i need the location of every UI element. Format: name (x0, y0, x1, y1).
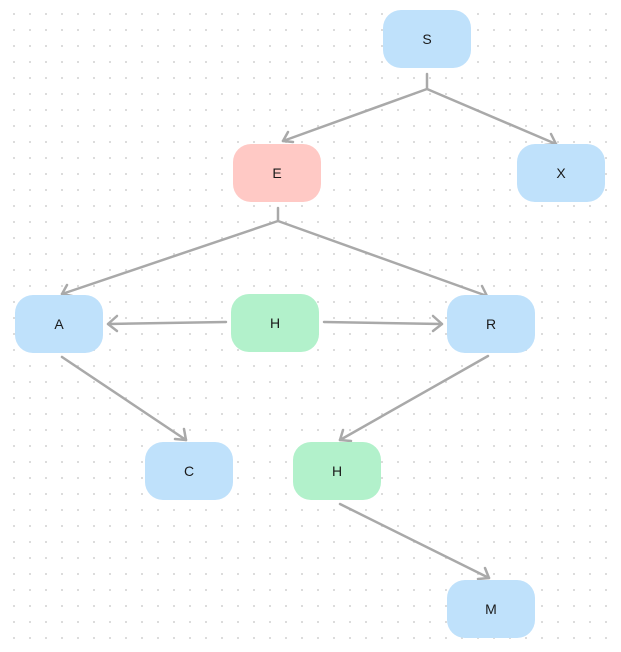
node-h-upper[interactable]: H (231, 294, 319, 352)
node-s[interactable]: S (383, 10, 471, 68)
edge-a-c (60, 355, 188, 442)
node-a-label: A (54, 316, 64, 332)
node-h-upper-label: H (269, 315, 281, 331)
edge-r-h2 (338, 354, 490, 443)
node-h-lower-label: H (331, 463, 343, 479)
node-r[interactable]: R (447, 295, 535, 353)
node-e-label: E (272, 165, 282, 181)
edge-h2-m (338, 502, 491, 581)
edge-s-x (425, 87, 558, 147)
node-x-label: X (556, 165, 566, 181)
node-h-lower[interactable]: H (293, 442, 381, 500)
node-e[interactable]: E (233, 144, 321, 202)
node-x[interactable]: X (517, 144, 605, 202)
node-c[interactable]: C (145, 442, 233, 500)
node-m-label: M (485, 601, 497, 617)
edge-e-a (60, 206, 280, 298)
node-s-label: S (422, 31, 432, 47)
edge-e-r (276, 219, 489, 300)
edge-s-e (281, 72, 429, 144)
edge-h1-a (106, 314, 228, 333)
node-c-label: C (183, 463, 195, 479)
node-m[interactable]: M (447, 580, 535, 638)
node-r-label: R (485, 316, 497, 332)
node-a[interactable]: A (15, 295, 103, 353)
edge-h1-r (322, 314, 444, 333)
